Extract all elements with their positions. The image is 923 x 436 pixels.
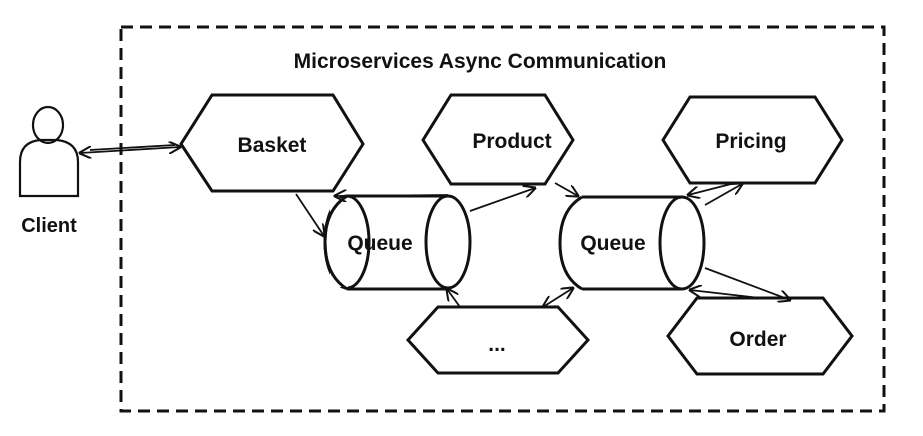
service-pricing-label: Pricing <box>715 130 786 153</box>
arrow-queue-left-to-product <box>469 188 535 212</box>
arrow-order-to-queue-right <box>690 290 761 299</box>
service-product: Product <box>421 93 575 186</box>
arrow-pricing-to-queue-right <box>688 182 736 195</box>
service-product-label: Product <box>472 130 551 153</box>
client-label: Client <box>21 215 77 237</box>
service-basket: Basket <box>179 93 365 193</box>
service-basket-label: Basket <box>238 134 307 157</box>
arrow-product-to-queue-right <box>554 182 578 196</box>
arrow-queue-right-to-pricing <box>704 184 742 206</box>
queue-left-label: Queue <box>347 232 412 255</box>
arrow-other-to-queue-left <box>447 289 461 308</box>
arrow-basket-to-queue-left <box>295 193 324 236</box>
service-other: ... <box>405 305 591 375</box>
client-basket-arrow <box>80 145 180 153</box>
service-order-label: Order <box>729 328 786 351</box>
diagram-title: Microservices Async Communication <box>294 50 667 73</box>
queue-right-label: Queue <box>580 232 645 255</box>
client-actor <box>18 105 80 198</box>
service-order: Order <box>666 296 854 376</box>
arrow-other-queue-right <box>543 288 573 307</box>
system-boundary <box>119 25 886 413</box>
client-body <box>18 138 80 198</box>
service-pricing: Pricing <box>661 95 844 185</box>
arrow-queue-right-to-order <box>704 267 790 300</box>
service-other-label: ... <box>488 333 506 356</box>
queue-right <box>558 195 706 291</box>
arrow-queue-left-to-basket <box>335 195 449 196</box>
client-head <box>31 105 65 145</box>
